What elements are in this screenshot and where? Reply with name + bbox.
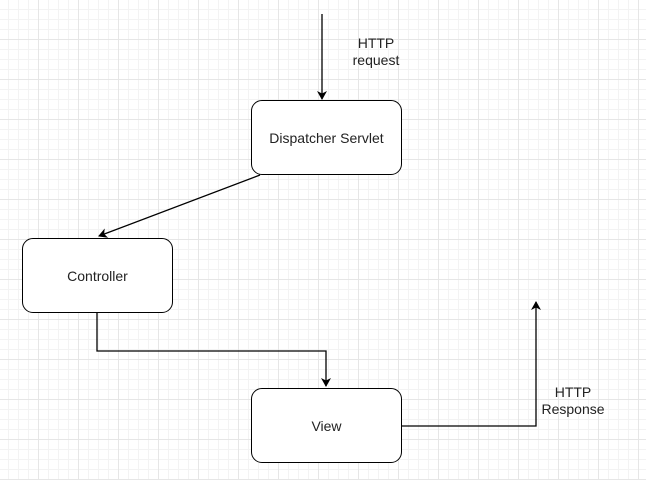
controller-node[interactable]: Controller <box>22 238 173 313</box>
controller-label: Controller <box>67 267 128 284</box>
http-request-line1: HTTP <box>357 35 395 51</box>
edge-view-to-response <box>402 301 541 427</box>
http-response-line2: Response <box>541 401 605 417</box>
http-response-line1: HTTP <box>554 384 592 400</box>
view-node[interactable]: View <box>251 388 402 463</box>
edge-controller-to-view <box>96 313 331 387</box>
dispatcher-servlet-node[interactable]: Dispatcher Servlet <box>251 100 402 175</box>
view-label: View <box>311 417 342 434</box>
http-request-label: HTTP request <box>340 35 412 69</box>
http-request-line2: request <box>352 52 400 68</box>
edge-dispatcher-to-controller <box>98 174 261 238</box>
dispatcher-servlet-label: Dispatcher Servlet <box>269 129 384 146</box>
http-response-label: HTTP Response <box>534 384 612 418</box>
